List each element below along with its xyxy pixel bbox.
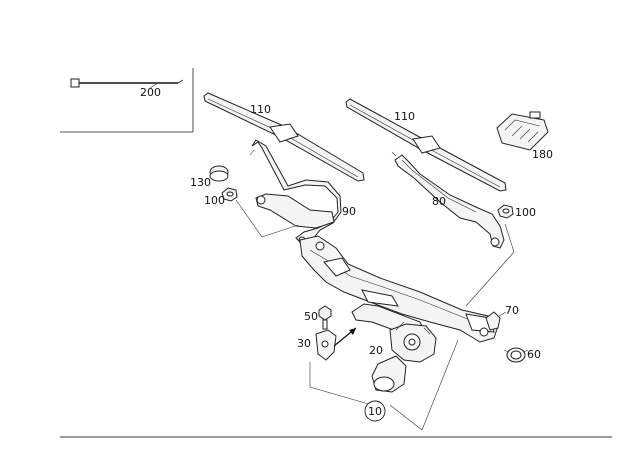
cap-part-130[interactable] [209, 165, 229, 182]
callout-60: 60 [527, 348, 541, 361]
wiper-arm-left-part-90[interactable] [249, 139, 342, 245]
wiper-motor-part-20[interactable] [371, 321, 437, 393]
callout-20: 20 [369, 344, 383, 357]
leader-right-group [465, 223, 515, 307]
callout-30: 30 [297, 337, 311, 350]
leader-left-group [235, 199, 299, 238]
callout-180: 180 [532, 148, 553, 161]
callout-70: 70 [505, 304, 519, 317]
cable-part-200[interactable] [70, 78, 184, 89]
nut-part-100-left[interactable] [221, 187, 238, 202]
nut-part-100-right[interactable] [497, 204, 514, 219]
bolt-part-50[interactable] [318, 305, 332, 330]
control-module-part-180[interactable] [496, 111, 549, 151]
bracket-part-30[interactable] [315, 329, 337, 361]
callout-130: 130 [190, 176, 211, 189]
leader-part-10 [309, 339, 459, 431]
callout-200: 200 [140, 86, 161, 99]
leader-part-10-b [389, 404, 423, 431]
install-direction-arrow [333, 327, 357, 347]
callout-110-right: 110 [394, 110, 415, 123]
grommet-part-70[interactable] [485, 311, 507, 331]
wiper-arm-right-part-80[interactable] [391, 151, 505, 249]
wiper-blade-left[interactable] [203, 92, 365, 182]
callout-90: 90 [342, 205, 356, 218]
inset-box-200 [60, 68, 194, 133]
callout-50: 50 [304, 310, 318, 323]
callout-110-left: 110 [250, 103, 271, 116]
callout-100-left: 100 [204, 194, 225, 207]
bushing-part-60[interactable] [503, 347, 529, 363]
callout-80: 80 [432, 195, 446, 208]
callout-10-circle [364, 400, 386, 422]
callout-10: 10 [368, 405, 382, 418]
callout-100-right: 100 [515, 206, 536, 219]
wiper-blade-right[interactable] [345, 98, 507, 192]
